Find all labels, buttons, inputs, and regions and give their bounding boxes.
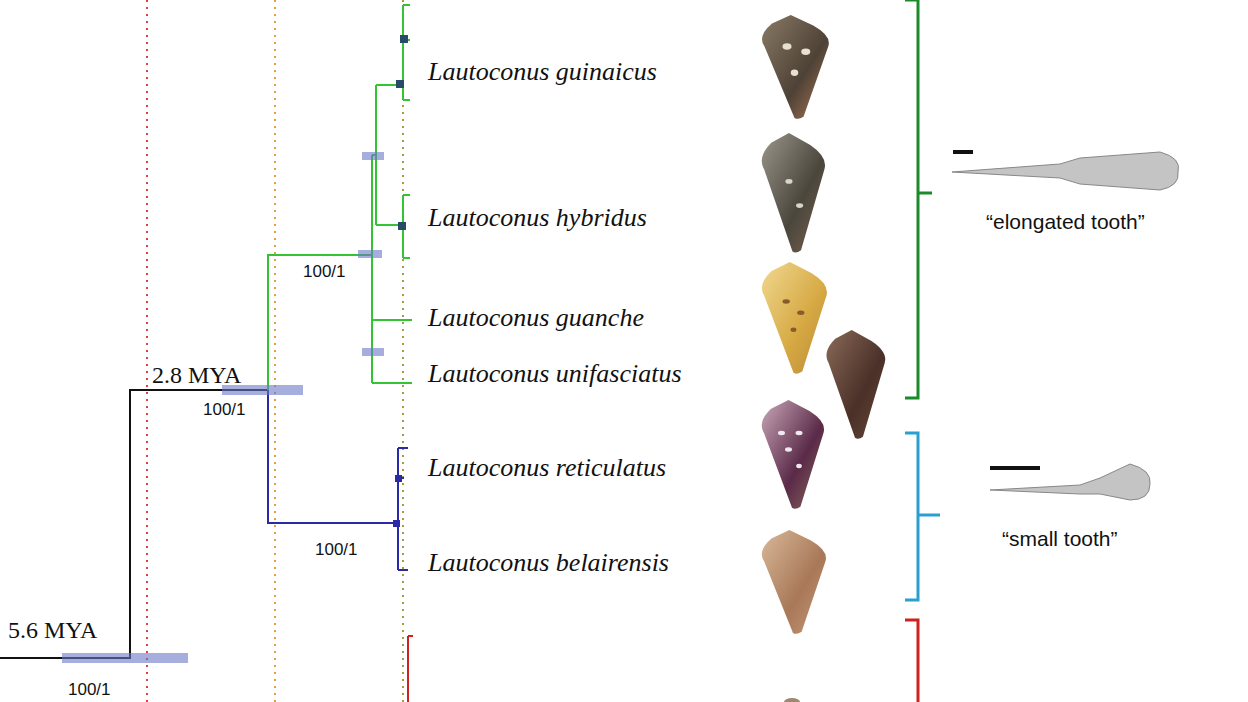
- tooth-label: “elongated tooth”: [986, 211, 1145, 232]
- species-name: Lautoconus reticulatus: [428, 455, 666, 481]
- node-age: 2.8 MYA: [152, 363, 241, 387]
- species-name: Lautoconus hybridus: [428, 205, 647, 231]
- species-name: Lautoconus unifasciatus: [428, 361, 682, 387]
- tooth-label: “small tooth”: [1002, 528, 1118, 549]
- species-name: Lautoconus guinaicus: [428, 59, 657, 85]
- node-age: 5.6 MYA: [8, 618, 97, 642]
- species-name: Lautoconus guanche: [428, 305, 644, 331]
- support-value: 100/1: [315, 541, 358, 558]
- support-value: 100/1: [68, 681, 111, 698]
- support-value: 100/1: [303, 263, 346, 280]
- support-value: 100/1: [203, 401, 246, 418]
- species-name: Lautoconus belairensis: [428, 550, 669, 576]
